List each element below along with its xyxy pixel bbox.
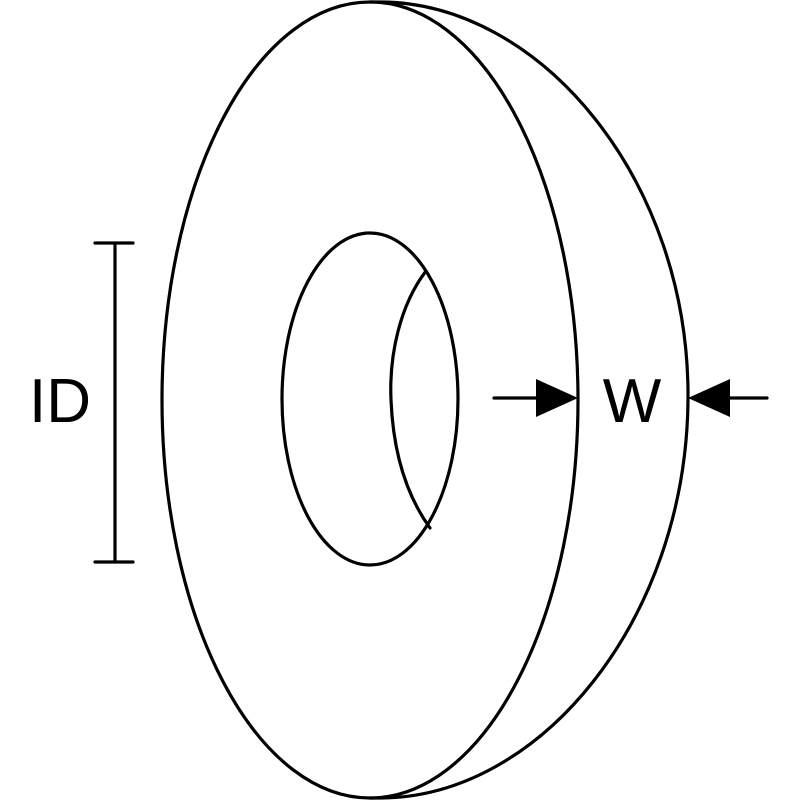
washer-back-edge (368, 0, 690, 800)
w-right-arrowhead (688, 379, 730, 417)
washer-hole-front-edge (280, 231, 460, 567)
washer-front-outer-edge (160, 0, 580, 800)
id-dimension (93, 241, 135, 564)
w-label: W (603, 367, 662, 436)
washer-hole-inner-wall (389, 269, 432, 530)
id-label: ID (29, 367, 91, 436)
w-left-arrowhead (536, 379, 578, 417)
w-dimension (492, 379, 769, 417)
